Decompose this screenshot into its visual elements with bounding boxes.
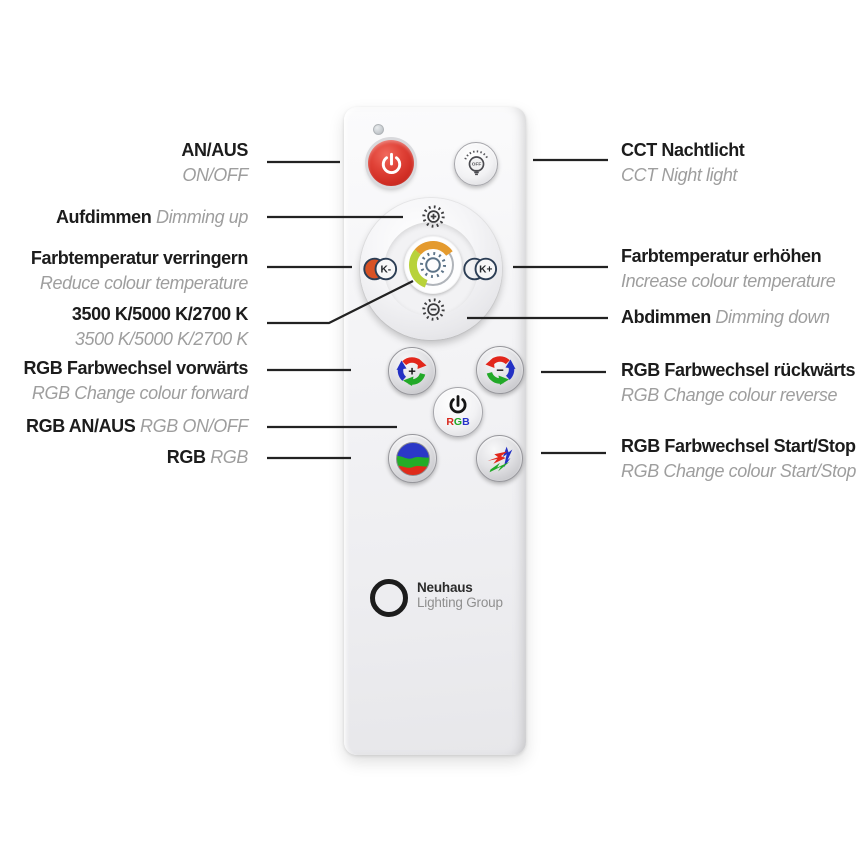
rgb-power-button[interactable]: RGB [433,387,483,437]
colour-temperature-up-button[interactable]: K+ [460,254,502,284]
svg-text:+: + [408,364,416,379]
power-icon [381,152,401,174]
svg-text:K+: K+ [479,265,492,276]
ir-led-indicator [373,124,384,135]
svg-text:RGB: RGB [446,416,470,428]
rgb-power-icon: RGB [446,395,470,428]
label-reduce-colour-temperature: Farbtemperatur verringern Reduce colour … [30,248,248,293]
svg-text:−: − [496,363,504,378]
dimming-up-button[interactable] [416,200,450,232]
rgb-colour-forward-button[interactable]: + [388,347,436,395]
label-rgb-on-off: RGB AN/AUS RGB ON/OFF [26,416,248,436]
rgb-mode-button[interactable] [388,434,437,483]
rgb-cycle-reverse-icon: − [485,356,516,385]
label-rgb-start-stop: RGB Farbwechsel Start/Stop RGB Change co… [621,436,856,481]
label-rgb-forward: RGB Farbwechsel vorwärts RGB Change colo… [23,358,249,403]
cct-night-light-button[interactable]: OFF [454,142,498,186]
colour-temperature-down-button[interactable]: K- [360,254,402,284]
brand-logo: Neuhaus Lighting Group [370,576,520,620]
label-dimming-down: Abdimmen Dimming down [621,307,830,327]
kelvin-arc-sun-icon [409,240,454,288]
power-button[interactable] [368,140,414,186]
label-dimming-up: Aufdimmen Dimming up [55,207,248,227]
label-on-off: AN/AUS ON/OFF [181,140,248,185]
brand-subtitle: Lighting Group [417,595,503,610]
label-kelvin-steps: 3500 K/5000 K/2700 K 3500 K/5000 K/2700 … [71,304,249,349]
remote-control: OFF [344,107,526,755]
logo-ring-icon [370,579,408,617]
label-rgb: RGB RGB [166,447,249,467]
k-minus-icon: K- [363,257,398,281]
rgb-start-stop-icon [487,446,512,472]
dimming-down-button[interactable] [416,293,450,325]
sun-minus-icon [421,297,445,321]
svg-text:OFF: OFF [471,161,481,167]
label-increase-colour-temperature: Farbtemperatur erhöhen Increase colour t… [621,246,836,291]
rgb-colour-reverse-button[interactable]: − [476,346,524,394]
sun-plus-icon [421,204,445,228]
cct-control-pad: K- K+ [360,198,502,340]
rgb-cycle-forward-icon: + [396,357,427,386]
svg-text:K-: K- [380,265,391,276]
label-rgb-reverse: RGB Farbwechsel rückwärts RGB Change col… [621,360,856,405]
k-plus-icon: K+ [463,257,498,281]
brand-name: Neuhaus [417,580,473,595]
kelvin-select-button[interactable] [404,236,462,294]
rgb-start-stop-button[interactable] [476,435,523,482]
night-light-bulb-icon: OFF [463,149,489,175]
label-cct-night-light: CCT Nachtlicht CCT Night light [621,140,745,185]
rgb-stripes-icon [395,441,430,476]
